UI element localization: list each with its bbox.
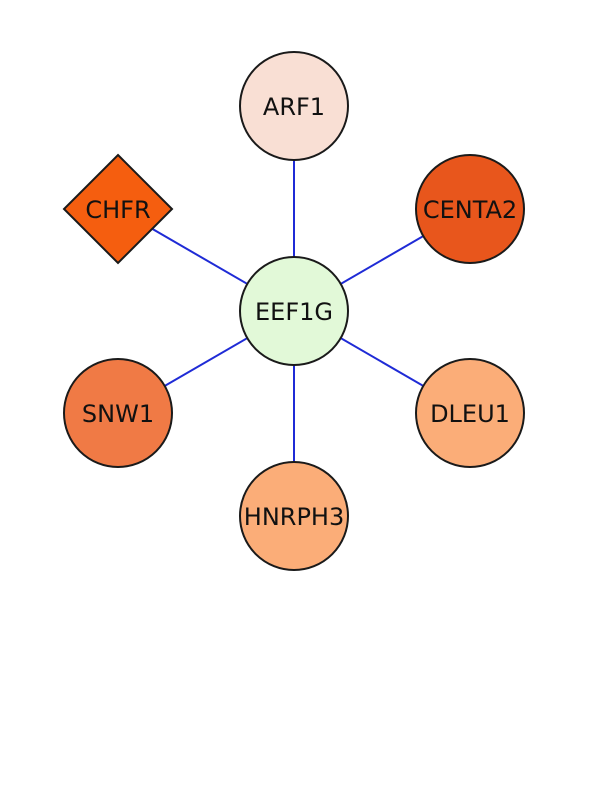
node-shape-eef1g	[239, 256, 349, 366]
node-label-chfr: CHFR	[85, 196, 150, 224]
node-shape-arf1	[239, 51, 349, 161]
node-chfr[interactable]: CHFR	[62, 153, 174, 265]
node-dleu1[interactable]: DLEU1	[415, 358, 525, 468]
node-centa2[interactable]: CENTA2	[415, 154, 525, 264]
node-shape-centa2	[415, 154, 525, 264]
node-label-hnrph3: HNRPH3	[244, 503, 344, 531]
node-arf1[interactable]: ARF1	[239, 51, 349, 161]
node-shape-hnrph3	[239, 461, 349, 571]
node-shape-snw1	[63, 358, 173, 468]
node-label-snw1: SNW1	[82, 400, 154, 428]
node-label-dleu1: DLEU1	[430, 400, 510, 428]
node-shape-dleu1	[415, 358, 525, 468]
node-label-centa2: CENTA2	[423, 196, 517, 224]
node-label-eef1g: EEF1G	[255, 298, 333, 326]
node-eef1g[interactable]: EEF1G	[239, 256, 349, 366]
node-shape-chfr	[62, 153, 174, 265]
node-hnrph3[interactable]: HNRPH3	[239, 461, 349, 571]
node-snw1[interactable]: SNW1	[63, 358, 173, 468]
node-label-arf1: ARF1	[263, 93, 325, 121]
